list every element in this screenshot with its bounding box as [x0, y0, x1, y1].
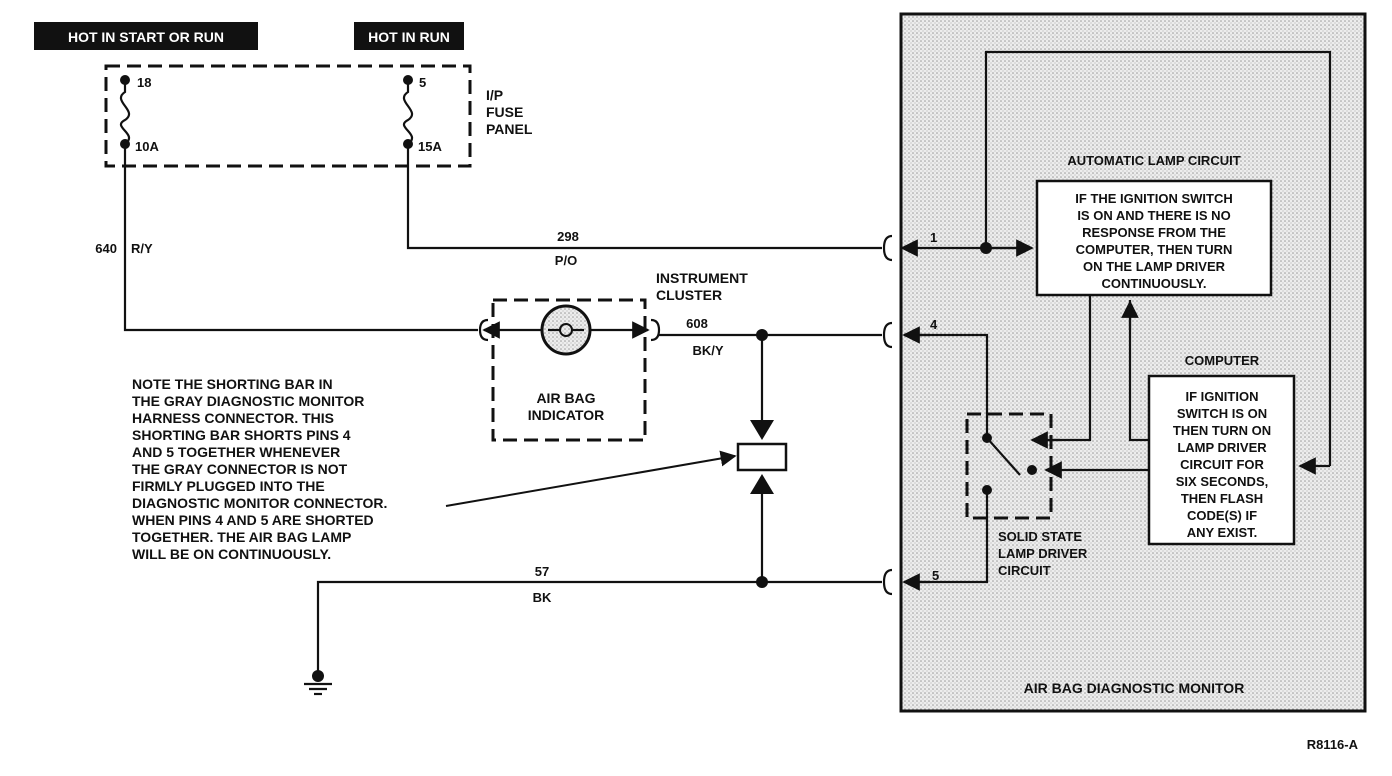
wire-57: 57 BK	[316, 564, 882, 672]
wire-298-number: 298	[557, 229, 579, 244]
fuse-left: 18 10A	[119, 75, 159, 154]
note-line-8: DIAGNOSTIC MONITOR CONNECTOR.	[132, 495, 387, 511]
wire-608-number: 608	[686, 316, 708, 331]
fuse-panel-title-line-1: I/P	[486, 87, 503, 103]
note-line-4: SHORTING BAR SHORTS PINS 4	[132, 427, 351, 443]
svg-text:HOT IN START OR RUN: HOT IN START OR RUN	[68, 29, 224, 45]
shorting-bar	[445, 335, 788, 582]
pin-1-label: 1	[930, 230, 937, 245]
pin-4-connector	[882, 321, 893, 349]
auto-lamp-line-3: RESPONSE FROM THE	[1082, 225, 1226, 240]
note-line-1: NOTE THE SHORTING BAR IN	[132, 376, 333, 392]
air-bag-indicator-label-line-1: AIR BAG	[536, 390, 595, 406]
wire-298: 298 P/O	[406, 144, 882, 268]
computer-line-5: CIRCUIT FOR	[1180, 457, 1264, 472]
auto-lamp-line-5: ON THE LAMP DRIVER	[1083, 259, 1226, 274]
computer-line-7: THEN FLASH	[1181, 491, 1263, 506]
lamp-driver-box	[965, 412, 1053, 520]
auto-lamp-line-1: IF THE IGNITION SWITCH	[1075, 191, 1232, 206]
computer-line-9: ANY EXIST.	[1187, 525, 1258, 540]
wire-640-number: 640	[95, 241, 117, 256]
air-bag-indicator-label-line-2: INDICATOR	[528, 407, 604, 423]
monitor-title: AIR BAG DIAGNOSTIC MONITOR	[1024, 680, 1245, 696]
note-line-11: WILL BE ON CONTINUOUSLY.	[132, 546, 331, 562]
hot-in-start-or-run-label: HOT IN START OR RUN	[34, 22, 258, 50]
fuse-right-rating: 15A	[418, 139, 442, 154]
fuse-left-number: 18	[137, 75, 151, 90]
svg-text:HOT IN RUN: HOT IN RUN	[368, 29, 450, 45]
figure-code: R8116-A	[1307, 737, 1359, 752]
air-bag-lamp-icon	[540, 304, 592, 356]
pin-1-connector	[882, 234, 893, 262]
note-line-2: THE GRAY DIAGNOSTIC MONITOR	[132, 393, 364, 409]
computer-line-3: THEN TURN ON	[1173, 423, 1271, 438]
fuse-panel: I/P FUSE PANEL	[104, 64, 533, 168]
fuse-panel-title-line-2: FUSE	[486, 104, 523, 120]
fuse-left-rating: 10A	[135, 139, 159, 154]
fuse-right: 5 15A	[402, 75, 442, 154]
auto-lamp-line-4: COMPUTER, THEN TURN	[1076, 242, 1233, 257]
computer-line-8: CODE(S) IF	[1187, 508, 1257, 523]
hot-in-run-label: HOT IN RUN	[354, 22, 464, 50]
shorting-bar-note: NOTE THE SHORTING BAR IN THE GRAY DIAGNO…	[132, 376, 387, 562]
pin-4-label: 4	[930, 317, 938, 332]
computer-box	[1147, 374, 1296, 546]
lamp-driver-line-1: SOLID STATE	[998, 529, 1082, 544]
auto-lamp-line-6: CONTINUOUSLY.	[1102, 276, 1207, 291]
computer-title: COMPUTER	[1185, 353, 1260, 368]
wire-608: 608 BK/Y	[659, 316, 882, 358]
lamp-driver-line-3: CIRCUIT	[998, 563, 1051, 578]
auto-lamp-line-2: IS ON AND THERE IS NO	[1077, 208, 1230, 223]
fuse-right-number: 5	[419, 75, 426, 90]
note-line-6: THE GRAY CONNECTOR IS NOT	[132, 461, 348, 477]
auto-lamp-title: AUTOMATIC LAMP CIRCUIT	[1067, 153, 1240, 168]
note-line-3: HARNESS CONNECTOR. THIS	[132, 410, 334, 426]
wire-57-number: 57	[535, 564, 549, 579]
instrument-cluster: INSTRUMENT CLUSTER AIR BAG INDICATOR	[478, 270, 748, 442]
note-line-9: WHEN PINS 4 AND 5 ARE SHORTED	[132, 512, 374, 528]
fuse-panel-title-line-3: PANEL	[486, 121, 533, 137]
note-line-5: AND 5 TOGETHER WHENEVER	[132, 444, 340, 460]
lamp-driver-line-2: LAMP DRIVER	[998, 546, 1088, 561]
computer-line-6: SIX SECONDS,	[1176, 474, 1268, 489]
computer-line-4: LAMP DRIVER	[1177, 440, 1267, 455]
instrument-cluster-title-line-2: CLUSTER	[656, 287, 722, 303]
computer-line-1: IF IGNITION	[1186, 389, 1259, 404]
wire-640-color: R/Y	[131, 241, 153, 256]
wire-608-color: BK/Y	[692, 343, 723, 358]
air-bag-diagnostic-monitor: AIR BAG DIAGNOSTIC MONITOR 1 4 5 AUTOMAT…	[882, 12, 1367, 713]
pin-5-connector	[882, 568, 893, 596]
wire-640: 640 R/Y	[95, 144, 478, 332]
instrument-cluster-title-line-1: INSTRUMENT	[656, 270, 748, 286]
auto-lamp-box	[1035, 179, 1273, 297]
ground-icon	[304, 670, 332, 696]
pin-5-label: 5	[932, 568, 939, 583]
note-line-10: TOGETHER. THE AIR BAG LAMP	[132, 529, 351, 545]
wire-298-color: P/O	[555, 253, 577, 268]
computer-line-2: SWITCH IS ON	[1177, 406, 1267, 421]
wire-57-color: BK	[533, 590, 552, 605]
note-line-7: FIRMLY PLUGGED INTO THE	[132, 478, 325, 494]
